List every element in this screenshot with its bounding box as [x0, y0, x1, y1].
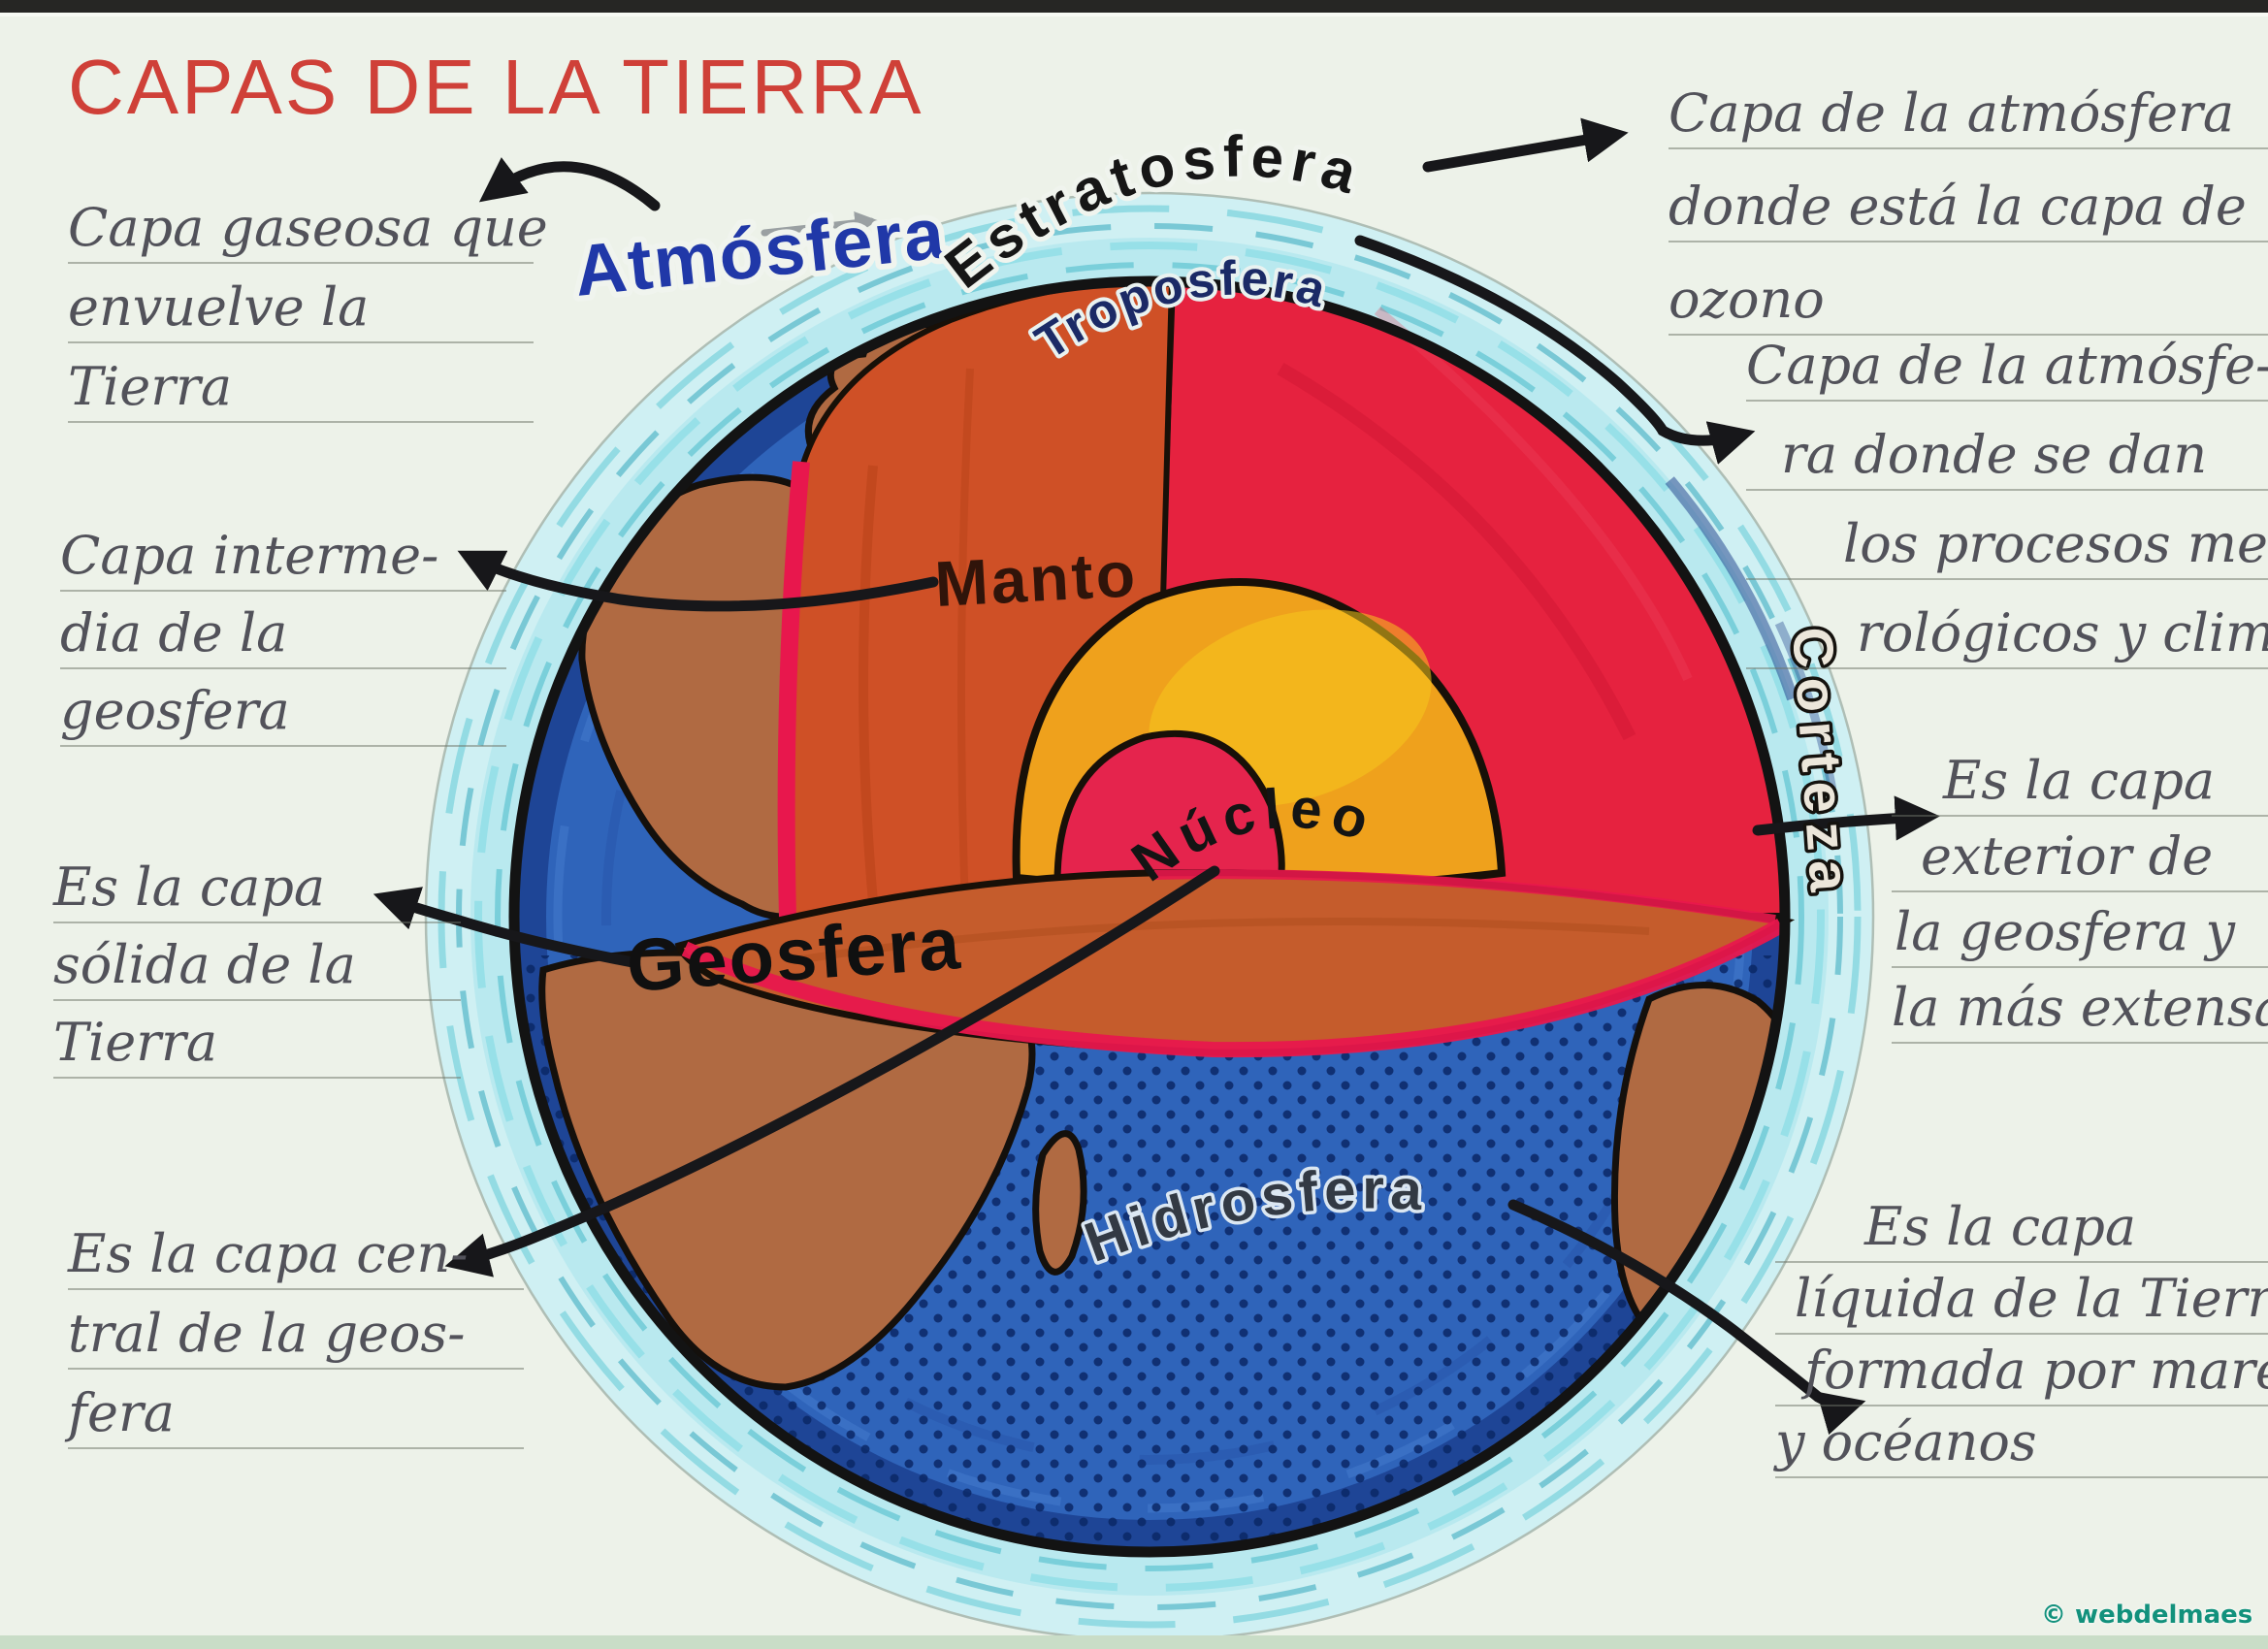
note-hidrosfera: Es la capa líquida de la Tierra formada …	[1775, 1191, 2268, 1478]
label-manto: Manto	[933, 537, 1140, 620]
note-line: exterior de	[1892, 817, 2268, 892]
note-geosfera: Es la capa sólida de la Tierra	[53, 846, 461, 1079]
arrow-geosfera	[373, 887, 638, 968]
arrow-atmosfera	[478, 157, 661, 211]
note-manto: Capa interme- dia de la geosfera	[60, 514, 506, 747]
note-line: y océanos	[1775, 1406, 2268, 1478]
note-troposfera: Capa de la atmósfe- ra donde se dan los …	[1746, 312, 2268, 669]
note-line: donde está la capa de	[1669, 149, 2268, 242]
continent-africa-north	[578, 473, 807, 921]
arrow-nucleo	[444, 865, 1220, 1277]
continent-madagascar	[1032, 1130, 1087, 1276]
note-line: formada por mares	[1775, 1335, 2268, 1406]
note-line: Es la capa	[1775, 1191, 2268, 1263]
note-line: ozono	[1669, 242, 2268, 336]
note-line: la geosfera y	[1892, 892, 2268, 968]
arrow-manto	[457, 550, 939, 612]
note-line: Capa de la atmósfe-	[1746, 312, 2268, 402]
note-atmosfera: Capa gaseosa que envuelve la Tierra	[68, 184, 548, 423]
globe-outline	[508, 275, 1791, 1558]
note-line: líquida de la Tierra	[1775, 1263, 2268, 1335]
note-line: Es la capa	[1892, 741, 2268, 817]
pencil-arrow	[761, 210, 879, 237]
scan-edge-top-highlight	[0, 13, 2268, 16]
note-line: Es la capa	[53, 846, 461, 923]
note-line: fera	[68, 1370, 524, 1449]
note-line: rológicos y clima	[1746, 580, 2268, 669]
crust-rim	[681, 919, 1785, 1058]
note-line: dia de la	[60, 592, 506, 669]
note-line: geosfera	[60, 669, 506, 747]
note-line: los procesos meteo-	[1746, 491, 2268, 580]
note-line: Capa de la atmósfera	[1669, 56, 2268, 149]
note-line: envuelve la	[68, 264, 534, 343]
note-line: Capa gaseosa que	[68, 184, 548, 264]
note-nucleo: Es la capa cen- tral de la geos- fera	[68, 1211, 524, 1449]
note-line: Capa interme-	[60, 514, 506, 592]
note-line: Es la capa cen-	[68, 1211, 524, 1290]
scan-edge-top	[0, 0, 2268, 13]
watermark: © webdelmaes	[2041, 1600, 2253, 1630]
note-estratosfera: Capa de la atmósfera donde está la capa …	[1669, 56, 2268, 336]
crust-line-equator	[1153, 869, 1776, 924]
note-line: Tierra	[53, 1001, 461, 1079]
note-line: tral de la geos-	[68, 1290, 524, 1370]
arrow-troposfera	[1354, 235, 1756, 465]
page-title: CAPAS DE LA TIERRA	[68, 44, 924, 130]
note-line: Tierra	[68, 343, 534, 423]
note-line: la más extensa	[1892, 968, 2268, 1044]
note-corteza: Es la capa exterior de la geosfera y la …	[1892, 741, 2268, 1044]
arrow-corteza	[1752, 795, 1940, 841]
annotation-arrows	[373, 117, 1940, 1436]
arrow-estratosfera	[1422, 117, 1629, 173]
equatorial-cut-plane	[674, 869, 1796, 1058]
crust-band	[777, 461, 810, 919]
note-line: ra donde se dan	[1746, 402, 2268, 491]
scan-edge-bottom	[0, 1635, 2268, 1649]
arrow-hidrosfera	[1507, 1199, 1866, 1436]
note-line: sólida de la	[53, 923, 461, 1001]
